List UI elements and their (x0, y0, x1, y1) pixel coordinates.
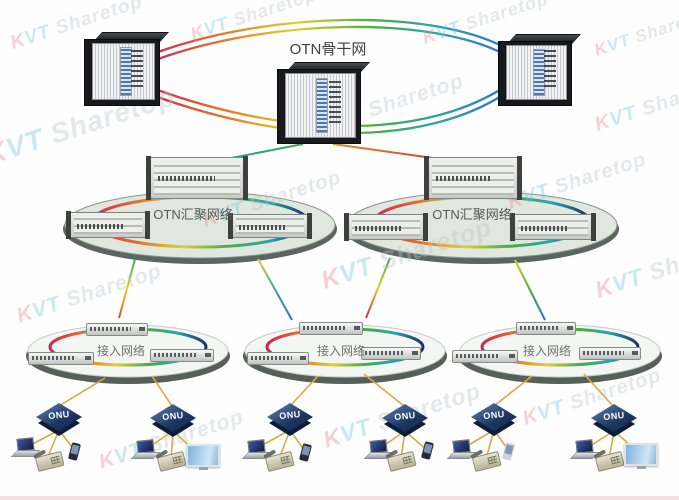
aggregation-rack-right-west (344, 213, 428, 241)
access-switch (452, 350, 518, 363)
chassis-port-ticks (543, 50, 556, 88)
aggregation-rack-left-east (228, 213, 312, 239)
onu-node: ONU (469, 402, 519, 436)
access-switch (150, 349, 214, 362)
rack-port-dots (158, 176, 216, 182)
tv-icon (624, 443, 658, 469)
access-to-onu-links (26, 373, 638, 460)
chassis-body (498, 41, 572, 106)
aggregation-ellipse-right (345, 191, 619, 264)
aggregation-rack-left-top (146, 156, 248, 200)
access-switch (516, 322, 576, 335)
access-ellipse-3 (458, 324, 662, 384)
rack-port-dots (76, 224, 123, 230)
chassis-port-ticks (328, 79, 341, 124)
chassis-front-panel (506, 45, 567, 100)
access-switch (86, 323, 148, 336)
onu-node: ONU (265, 402, 315, 436)
chassis-card-slots (316, 77, 329, 134)
chassis-body (84, 39, 160, 106)
bottom-edge-strip (0, 496, 679, 500)
backbone-chassis-right (498, 34, 582, 106)
onu-node: ONU (148, 403, 198, 437)
rack-port-dots (238, 225, 285, 231)
aggregation-to-access-links (118, 257, 546, 321)
backbone-chassis-left (84, 32, 170, 106)
chassis-front-panel (92, 43, 155, 100)
access-switch (299, 322, 363, 335)
aggregation-rack-right-top (424, 156, 522, 200)
tv-icon (186, 444, 220, 470)
rack-port-dots (436, 176, 491, 182)
access-switch (361, 347, 421, 360)
onu-node: ONU (589, 403, 639, 437)
onu-node: ONU (380, 403, 430, 437)
access-switch (579, 347, 641, 360)
aggregation-rack-right-east (510, 213, 596, 241)
backbone-to-aggregation-links (220, 143, 448, 161)
onu-node: ONU (34, 402, 84, 436)
chassis-port-ticks (130, 48, 143, 87)
aggregation-ellipse-left (63, 191, 337, 264)
aggregation-rack-left-west (66, 211, 150, 239)
access-switch (28, 352, 94, 365)
chassis-front-panel (285, 73, 356, 138)
access-switch (247, 352, 309, 365)
chassis-body (277, 69, 361, 144)
rack-port-dots (521, 226, 569, 232)
backbone-chassis-center (277, 62, 371, 144)
rack-port-dots (354, 226, 401, 232)
